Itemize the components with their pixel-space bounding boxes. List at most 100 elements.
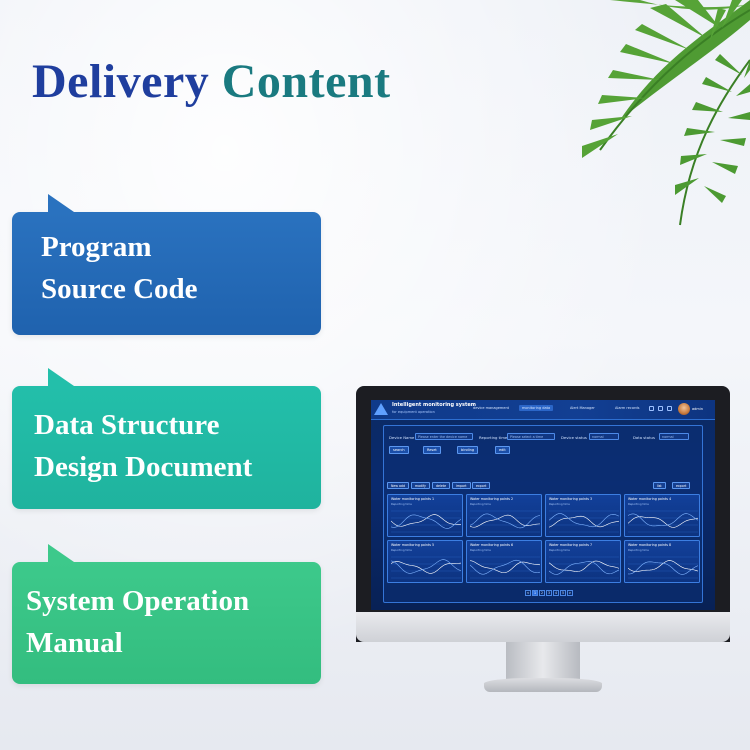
card-subtitle: Reporting time	[470, 502, 491, 506]
card-subtitle: Reporting time	[549, 502, 570, 506]
page-prev-button[interactable]: <	[525, 590, 531, 596]
monitoring-card[interactable]: Water monitoring points 6 Reporting time	[466, 540, 542, 583]
card-line: Design Document	[34, 451, 253, 483]
trend-chart	[549, 510, 619, 533]
card-title: Water monitoring points 7	[549, 543, 593, 547]
edit-button[interactable]: edit	[495, 446, 510, 454]
chart-trend-line	[391, 514, 461, 527]
card-line: Manual	[26, 627, 123, 659]
nav-alarm-records[interactable]: Alarm records	[615, 406, 640, 410]
nav-alert-manager[interactable]: Alert Manager	[570, 406, 595, 410]
list-view-button[interactable]: list	[653, 482, 666, 489]
monitoring-card[interactable]: Water monitoring points 1 Reporting time	[387, 494, 463, 537]
message-icon[interactable]	[658, 406, 663, 411]
chart-trend-line	[391, 559, 461, 574]
trend-chart	[470, 510, 540, 533]
palm-leaf-decoration	[582, 0, 750, 226]
binding-button[interactable]: binding	[457, 446, 479, 454]
trend-chart	[470, 556, 540, 579]
operation-manual-card: System Operation Manual	[12, 544, 321, 684]
page-title: Delivery Content	[32, 54, 391, 109]
monitoring-card[interactable]: Water monitoring points 8 Reporting time	[624, 540, 700, 583]
monitor-stand-foot	[484, 678, 602, 692]
system-title: Intelligent monitoring system	[392, 402, 477, 408]
chart-trend-line	[470, 559, 540, 575]
page-button[interactable]: 5	[560, 590, 566, 596]
card-line: System Operation	[26, 585, 250, 617]
import-button[interactable]: import	[452, 482, 471, 489]
system-subtitle: for equipment operation	[392, 410, 435, 414]
trend-chart	[628, 556, 698, 579]
delete-button[interactable]: delete	[432, 482, 451, 489]
monitoring-card[interactable]: Water monitoring points 5 Reporting time	[387, 540, 463, 583]
device-name-label: Device Name	[389, 435, 415, 440]
device-status-select[interactable]: normal	[589, 433, 619, 440]
monitor-mockup: Intelligent monitoring system for equipm…	[356, 386, 730, 698]
card-line: Source Code	[41, 273, 198, 305]
chart-trend-line	[470, 514, 540, 528]
search-button[interactable]: search	[389, 446, 409, 454]
card-title: Water monitoring points 4	[628, 497, 672, 501]
dashboard-screen: Intelligent monitoring system for equipm…	[371, 400, 715, 610]
monitoring-card[interactable]: Water monitoring points 4 Reporting time	[624, 494, 700, 537]
card-line: Program	[41, 231, 152, 263]
card-title: Water monitoring points 8	[628, 543, 672, 547]
user-name[interactable]: admin	[692, 407, 703, 411]
card-title: Water monitoring points 6	[470, 543, 514, 547]
reporting-time-input[interactable]: Please select a time	[507, 433, 555, 440]
avatar[interactable]	[678, 403, 690, 415]
chart-trend-line	[549, 561, 619, 575]
new-add-button[interactable]: New add	[387, 482, 409, 489]
card-subtitle: Reporting time	[470, 548, 491, 552]
nav-monitoring-data[interactable]: monitoring data	[519, 405, 554, 411]
dashboard-header: Intelligent monitoring system for equipm…	[371, 400, 715, 420]
chart-trend-line	[549, 515, 619, 528]
reporting-time-label: Reporting time	[479, 435, 508, 440]
chart-trend-line	[628, 513, 698, 527]
page-button[interactable]: 1	[532, 590, 538, 596]
card-title: Water monitoring points 2	[470, 497, 514, 501]
page-button[interactable]: 2	[539, 590, 545, 596]
monitoring-card[interactable]: Water monitoring points 2 Reporting time	[466, 494, 542, 537]
chart-trend-line	[470, 513, 540, 529]
modify-button[interactable]: modify	[411, 482, 430, 489]
chart-trend-line	[470, 560, 540, 574]
reset-button[interactable]: Reset	[423, 446, 441, 454]
card-title: Water monitoring points 5	[391, 543, 435, 547]
chart-trend-line	[628, 560, 698, 572]
card-subtitle: Reporting time	[391, 548, 412, 552]
card-title: Water monitoring points 1	[391, 497, 435, 501]
system-logo-icon	[374, 403, 388, 415]
card-line: Data Structure	[34, 409, 220, 441]
settings-icon[interactable]	[667, 406, 672, 411]
page-next-button[interactable]: >	[567, 590, 573, 596]
trend-chart	[549, 556, 619, 579]
page-button[interactable]: 3	[546, 590, 552, 596]
trend-chart	[391, 556, 461, 579]
page-button[interactable]: 4	[553, 590, 559, 596]
title-word-content: Content	[221, 55, 391, 108]
card-subtitle: Reporting time	[391, 502, 412, 506]
trend-chart	[628, 510, 698, 533]
nav-device-management[interactable]: device management	[473, 406, 510, 410]
search-icon[interactable]	[649, 406, 654, 411]
export-button[interactable]: export	[472, 482, 491, 489]
device-name-input[interactable]: Please enter the device name	[415, 433, 473, 440]
chart-trend-line	[549, 513, 619, 528]
title-word-delivery: Delivery	[32, 55, 210, 108]
data-status-select[interactable]: normal	[659, 433, 689, 440]
card-subtitle: Reporting time	[628, 502, 649, 506]
monitoring-card[interactable]: Water monitoring points 7 Reporting time	[545, 540, 621, 583]
chart-trend-line	[391, 561, 461, 574]
monitor-chin	[356, 612, 730, 642]
trend-chart	[391, 510, 461, 533]
monitor-stand-neck	[506, 642, 580, 682]
export-right-button[interactable]: export	[672, 482, 691, 489]
data-status-label: Data status	[633, 435, 655, 440]
card-subtitle: Reporting time	[628, 548, 649, 552]
pagination: < 1 2 3 4 5 >	[371, 590, 715, 598]
chart-trend-line	[391, 514, 461, 529]
chart-trend-line	[549, 560, 619, 572]
source-code-card: Program Source Code	[12, 194, 321, 335]
monitoring-card[interactable]: Water monitoring points 3 Reporting time	[545, 494, 621, 537]
